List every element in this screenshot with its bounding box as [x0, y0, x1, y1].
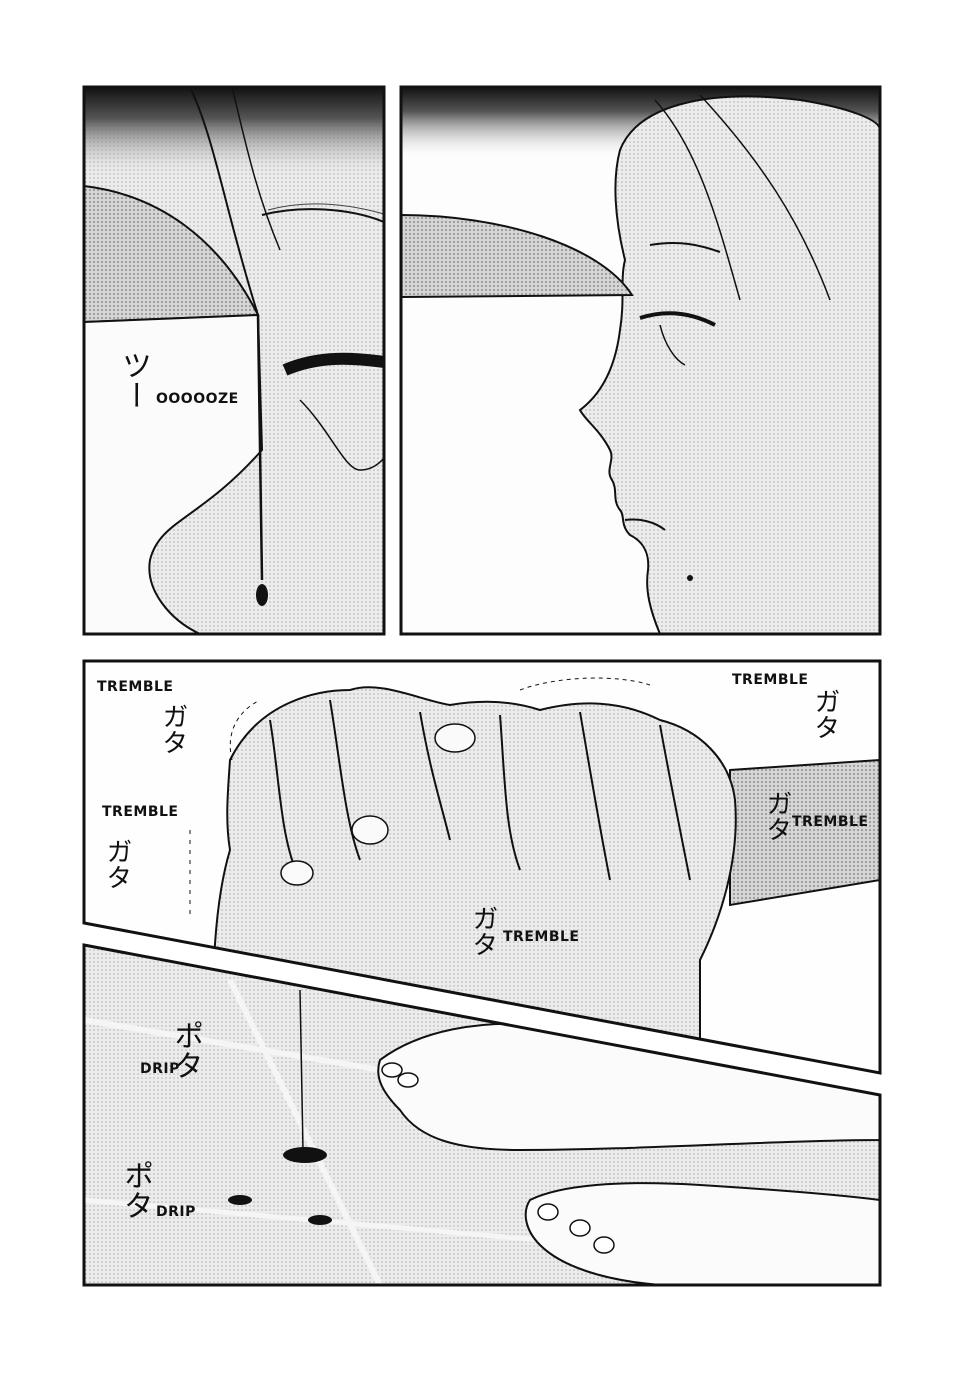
sfx-tremble-en-3: TREMBLE	[732, 672, 809, 688]
sfx-drip-en-1: DRIP	[140, 1061, 180, 1077]
sfx-drip-jp-2: ポタ	[118, 1160, 153, 1220]
panel-2	[401, 87, 880, 634]
sfx-tremble-en-5: TREMBLE	[503, 929, 580, 945]
panel-3	[84, 661, 880, 1073]
sfx-ooze-jp: ツー	[116, 350, 151, 410]
sfx-tremble-en-1: TREMBLE	[97, 679, 174, 695]
sfx-tremble-jp-5: ガタ	[468, 905, 498, 957]
sfx-ooze-en: OOOOOZE	[156, 391, 239, 407]
sfx-tremble-en-2: TREMBLE	[102, 804, 179, 820]
panel-1	[84, 87, 384, 634]
sfx-drip-jp-1: ポタ	[168, 1020, 203, 1080]
sfx-tremble-jp-1: ガタ	[158, 703, 188, 755]
sfx-drip-en-2: DRIP	[156, 1204, 196, 1220]
sfx-tremble-jp-2: ガタ	[102, 838, 132, 890]
sfx-tremble-jp-3: ガタ	[810, 688, 840, 740]
sfx-tremble-jp-4: ガタ	[762, 790, 792, 842]
sfx-tremble-en-4: TREMBLE	[792, 814, 869, 830]
